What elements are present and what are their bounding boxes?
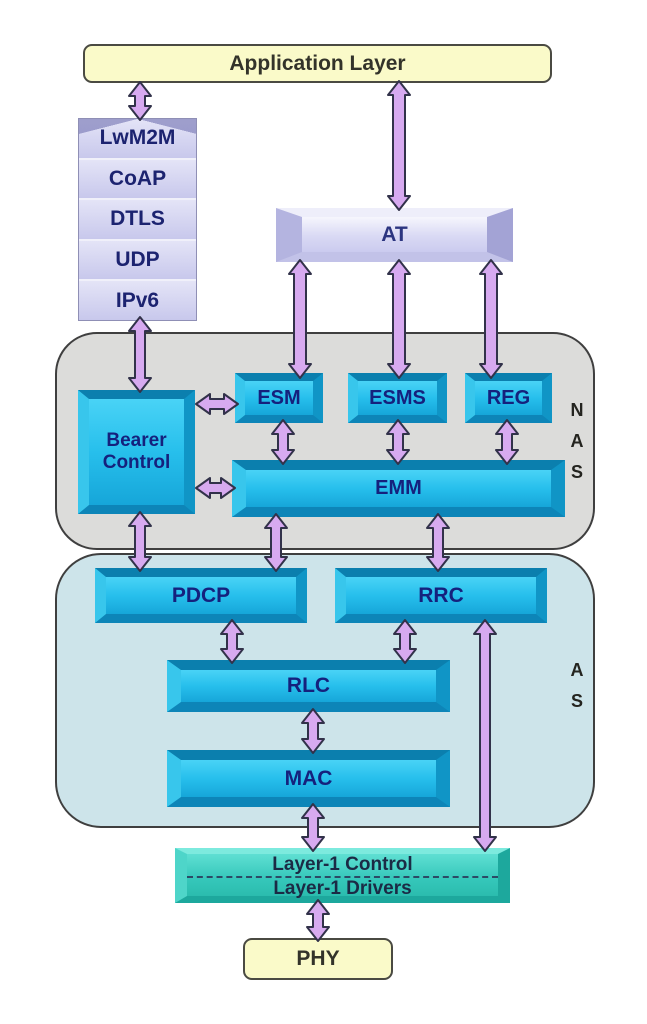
pdcp-label: PDCP <box>171 583 231 607</box>
protocol-stack-items: LwM2M CoAP DTLS UDP IPv6 <box>79 119 196 320</box>
rrc-box: RRC <box>335 568 547 623</box>
esm-label: ESM <box>257 386 301 409</box>
bearer-control-label: Bearer Control <box>102 430 171 473</box>
rrc-label: RRC <box>418 583 464 607</box>
stack-item-udp: UDP <box>79 238 196 280</box>
layer1-divider <box>187 876 498 878</box>
layer1-drivers-label: Layer-1 Drivers <box>273 878 412 899</box>
mac-box: MAC <box>167 750 450 807</box>
stack-item-ipv6: IPv6 <box>79 279 196 320</box>
mac-label: MAC <box>284 766 333 790</box>
at-label: AT <box>381 222 408 246</box>
stack-item-lwm2m: LwM2M <box>79 119 196 158</box>
bearer-control-box: Bearer Control <box>78 390 195 514</box>
application-layer-box: Application Layer <box>83 44 552 83</box>
stack-item-dtls: DTLS <box>79 198 196 239</box>
as-section-label: AS <box>570 660 584 711</box>
phy-label: PHY <box>296 947 340 970</box>
esm-box: ESM <box>235 373 323 423</box>
layer1-control-label: Layer-1 Control <box>272 854 413 875</box>
esms-label: ESMS <box>369 386 426 409</box>
arrow-layer1-phy <box>306 899 330 942</box>
application-layer-label: Application Layer <box>229 51 406 75</box>
protocol-stack-box: LwM2M CoAP DTLS UDP IPv6 <box>78 118 197 321</box>
nas-section-label: NAS <box>570 400 584 482</box>
rlc-label: RLC <box>286 674 331 697</box>
reg-box: REG <box>465 373 552 423</box>
at-box: AT <box>276 208 513 262</box>
emm-box: EMM <box>232 460 565 517</box>
emm-label: EMM <box>375 477 422 499</box>
rlc-box: RLC <box>167 660 450 712</box>
reg-label: REG <box>486 386 531 409</box>
layer1-box: Layer-1 Control Layer-1 Drivers <box>175 848 510 903</box>
stack-item-coap: CoAP <box>79 157 196 199</box>
arrow-app-at <box>387 80 411 211</box>
pdcp-box: PDCP <box>95 568 307 623</box>
arrow-app-stack <box>128 81 152 121</box>
esms-box: ESMS <box>348 373 447 423</box>
phy-box: PHY <box>243 938 393 980</box>
